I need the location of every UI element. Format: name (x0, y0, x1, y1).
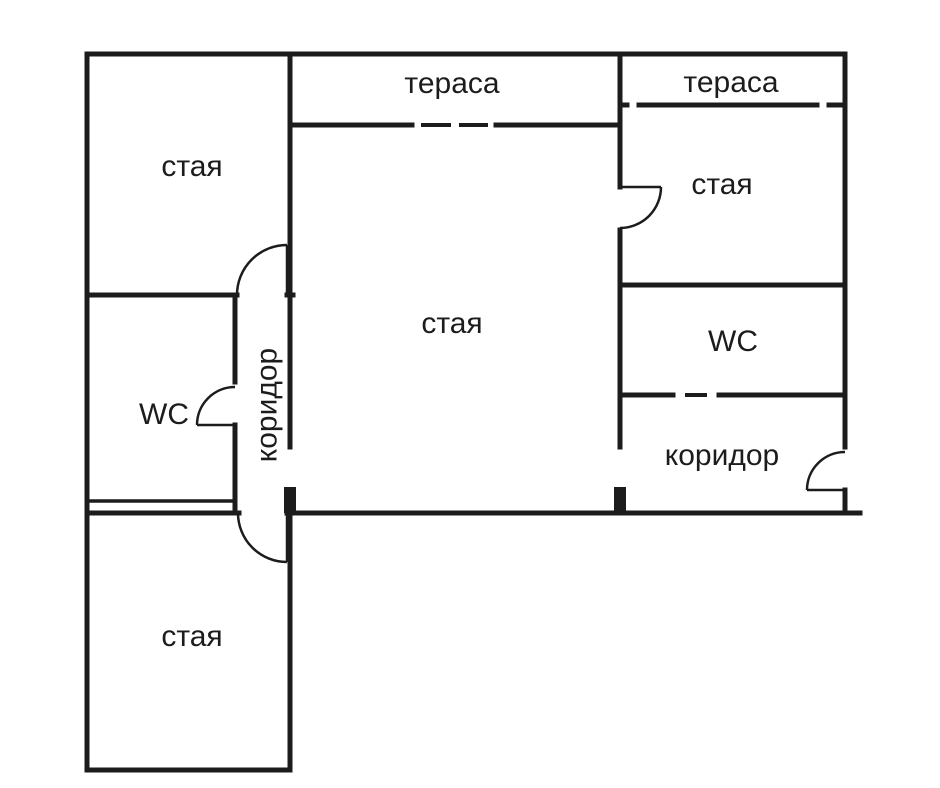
label-room-center: стая (421, 307, 482, 340)
label-room-top-left: стая (161, 150, 222, 183)
label-terrace-center: тераса (404, 67, 499, 100)
label-corridor-center: коридор (251, 348, 284, 462)
wall-stub-left (284, 487, 296, 513)
label-wc-left: WC (139, 398, 189, 431)
wall-stub-right (614, 487, 626, 513)
label-room-right: стая (691, 168, 752, 201)
door-arc-wc-left (195, 385, 236, 426)
door-arc-corridor-top (235, 243, 288, 296)
label-corridor-right: коридор (665, 439, 779, 472)
door-arc-corridor-bottom (236, 512, 288, 564)
label-terrace-right: тераса (683, 66, 778, 99)
doors (195, 185, 846, 564)
label-room-bottom-left: стая (161, 620, 222, 653)
room-labels: стая тераса тераса стая стая WC коридор … (139, 66, 779, 653)
walls (84, 51, 863, 773)
label-wc-right: WC (708, 325, 758, 358)
window-dashes (421, 123, 707, 397)
wall-stubs (284, 487, 626, 513)
door-arc-room-right (619, 186, 663, 230)
door-arc-entrance (805, 450, 846, 491)
